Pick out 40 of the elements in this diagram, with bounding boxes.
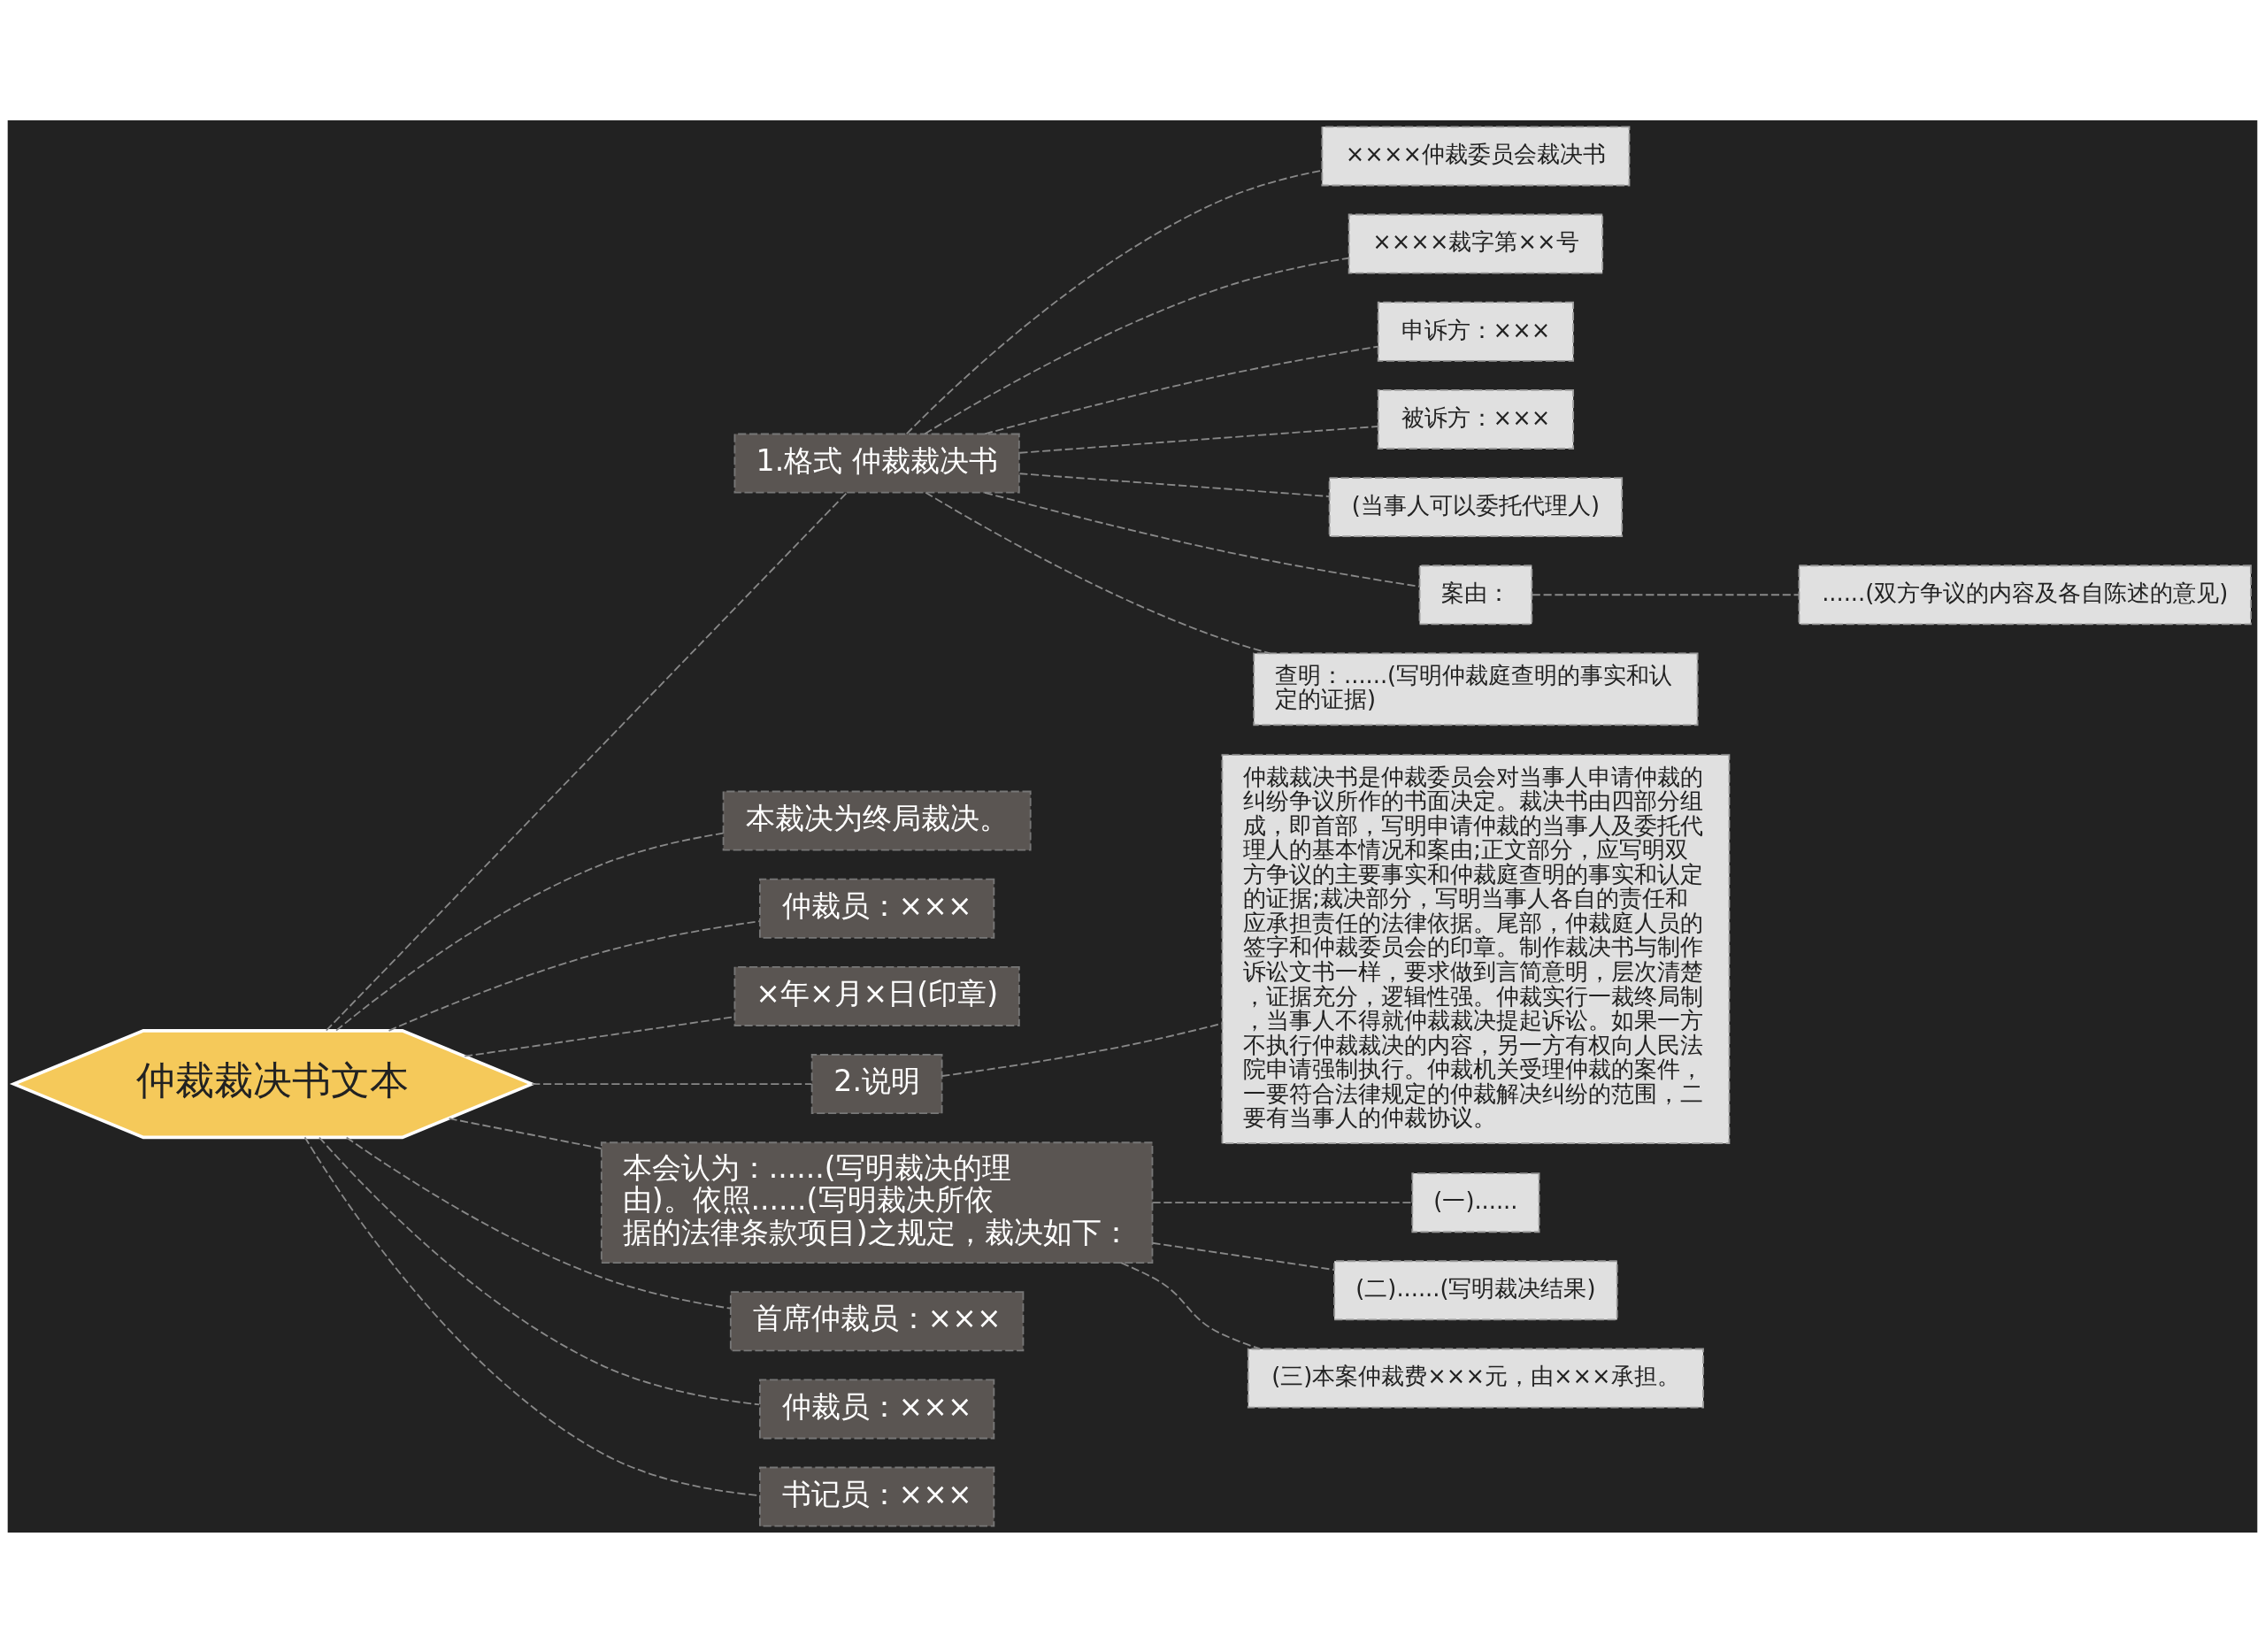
connector — [531, 1082, 813, 1085]
connector — [1531, 593, 1800, 595]
node-box: 被诉方：××× — [1377, 388, 1575, 449]
node-box: 本会认为：......(写明裁决的理由)。依照......(写明裁决所依据的法律条款项目)之规定，裁决如下： — [600, 1141, 1154, 1264]
connector — [1018, 425, 1379, 454]
node-box: 仲裁员：××× — [759, 1378, 995, 1439]
connector — [388, 919, 761, 1032]
node-box: 查明：......(写明仲裁庭查明的事实和认定的证据) — [1253, 652, 1699, 726]
node-box: 首席仲裁员：××× — [729, 1290, 1025, 1351]
node-box: 仲裁员：××× — [759, 878, 995, 939]
node-box: 本裁决为终局裁决。 — [722, 790, 1032, 851]
connector — [984, 345, 1379, 434]
connector — [924, 257, 1350, 434]
connector — [325, 491, 848, 1032]
node-box: 仲裁裁决书是仲裁委员会对当事人申请仲裁的纠纷争议所作的书面决定。裁决书由四部分组成，即首部，写明申请仲裁的当事人及委托代理人的基本情况和案由;正文部分，应写明双方争议的主要事实和仲裁庭查明的事实和认定的证据;裁决部分，写明当事人各自的责任和应承担责任的法律依据。尾部，仲裁庭人员的签字和仲裁委员会的印章。制作裁决书与制作诉讼文书一样，要求做到言简意明，层次清楚，证据充分，逻辑性强。仲裁实行一裁终局制，当事人不得就仲裁裁决提起诉讼。如果一方不执行仲裁裁决的内容，另一方有权向人民法院申请强制执行。仲裁机关受理仲裁的案件，一要符合法律规定的仲裁解决纠纷的范围，二要有当事人的仲裁协议。 — [1221, 753, 1731, 1144]
connector — [1151, 1241, 1335, 1271]
connector — [1120, 1261, 1262, 1349]
node-box: 2.说明 — [810, 1053, 943, 1114]
node-box: 书记员：××× — [759, 1466, 995, 1527]
connector — [303, 1135, 761, 1496]
connector — [335, 832, 725, 1032]
connector — [345, 1136, 732, 1310]
connector — [1018, 472, 1331, 497]
node-box: (当事人可以委托代理人) — [1328, 476, 1624, 537]
node-box: 申诉方：××× — [1377, 301, 1575, 362]
node-box: (三)本案仲裁费×××元，由×××承担。 — [1247, 1348, 1704, 1408]
connector — [984, 491, 1421, 588]
node-box: 1.格式 仲裁裁决书 — [733, 433, 1020, 493]
node-box: (二)......(写明裁决结果) — [1333, 1259, 1618, 1320]
connector — [941, 1022, 1223, 1077]
connector — [925, 491, 1271, 654]
node-box: ××××仲裁委员会裁决书 — [1321, 125, 1631, 186]
node-box: ××××裁字第××号 — [1347, 213, 1604, 274]
node-box: ×年×月×日(印章) — [733, 965, 1020, 1026]
connector — [1151, 1201, 1413, 1203]
node-box: 案由： — [1418, 564, 1533, 625]
connector — [318, 1136, 761, 1405]
node-box: (一)...... — [1411, 1172, 1540, 1233]
node-box: ......(双方争议的内容及各自陈述的意见) — [1798, 564, 2252, 625]
connector — [448, 1117, 603, 1149]
